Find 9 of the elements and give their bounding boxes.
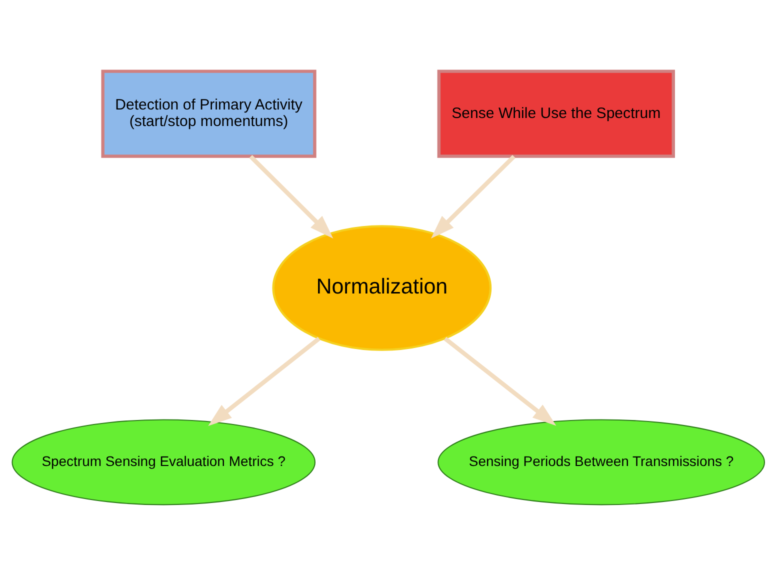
- node-box: Sense While Use the Spectrum: [437, 70, 675, 158]
- node-ellipse: Sensing Periods Between Transmissions ?: [438, 419, 766, 506]
- arrow: [430, 154, 516, 238]
- arrow: [444, 336, 556, 426]
- node-ellipse: Normalization: [272, 225, 492, 351]
- arrow: [249, 154, 334, 238]
- arrow: [208, 336, 320, 426]
- node-ellipse: Spectrum Sensing Evaluation Metrics ?: [12, 419, 316, 506]
- node-box: Detection of Primary Activity (start/stop momentums): [101, 70, 316, 158]
